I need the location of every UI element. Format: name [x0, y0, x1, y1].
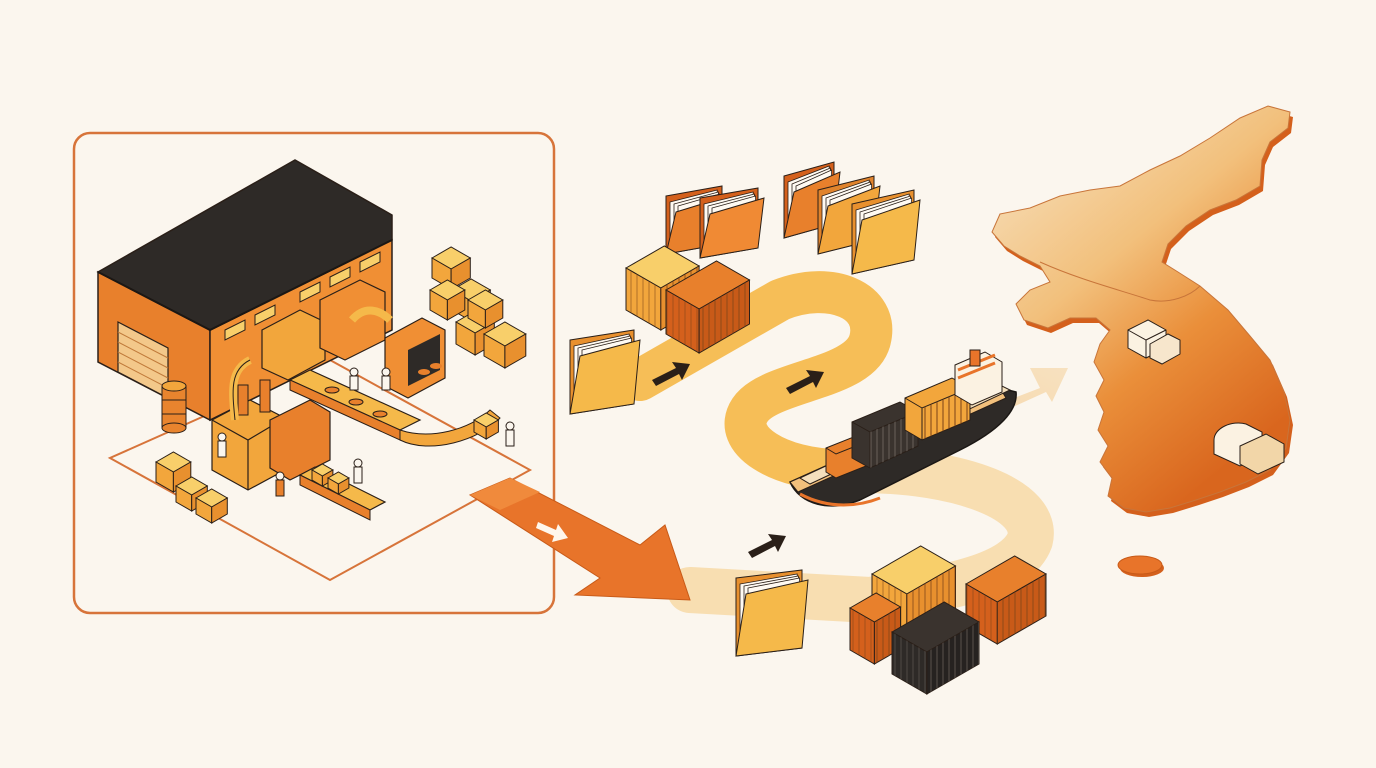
barrel-icon	[161, 380, 187, 434]
cardboard-box-icon	[472, 412, 500, 440]
pipes	[229, 306, 393, 421]
production-machines	[211, 279, 446, 491]
korean-peninsula-map-icon	[991, 105, 1293, 577]
folder-documents-icon	[569, 329, 641, 415]
folder-documents-icon	[699, 187, 765, 259]
factory-icon	[96, 159, 527, 524]
folder-documents-icon	[851, 189, 921, 275]
cardboard-box-icon	[482, 321, 527, 369]
conveyor-belt	[288, 369, 501, 521]
worker-icon	[349, 367, 359, 391]
export-flow-arrow	[468, 477, 691, 601]
worker-icon	[353, 458, 363, 484]
warehouse-icon	[1213, 422, 1285, 475]
worker-icon	[217, 432, 227, 458]
arrow-right-icon	[536, 522, 568, 542]
shipping-container-icon	[848, 592, 902, 665]
factory-windows	[224, 251, 381, 341]
cardboard-box-icon	[466, 289, 504, 329]
arrow-right-icon	[786, 370, 824, 394]
shipping-container-group	[624, 245, 1048, 695]
shipping-container-icon	[890, 601, 981, 695]
warehouse-icon	[1127, 319, 1181, 365]
island	[1117, 555, 1164, 577]
cardboard-box-icon	[326, 471, 350, 495]
cardboard-box-stack	[154, 246, 527, 524]
arrow-right-icon	[748, 534, 786, 558]
cardboard-box-icon	[194, 488, 229, 524]
cardboard-box-icon	[428, 279, 466, 321]
shipping-container-icon	[904, 377, 971, 441]
worker-icon	[505, 421, 515, 447]
shipping-container-icon	[664, 260, 751, 354]
ship-bridge	[954, 349, 1003, 406]
folder-documents-icon	[735, 569, 809, 657]
worker-icon	[381, 367, 391, 391]
shipping-container-icon	[964, 555, 1048, 645]
arrow-right-icon	[652, 362, 690, 386]
cargo-ship-icon	[789, 349, 1017, 507]
worker-icon	[275, 471, 285, 497]
folder-documents-group	[569, 161, 921, 657]
